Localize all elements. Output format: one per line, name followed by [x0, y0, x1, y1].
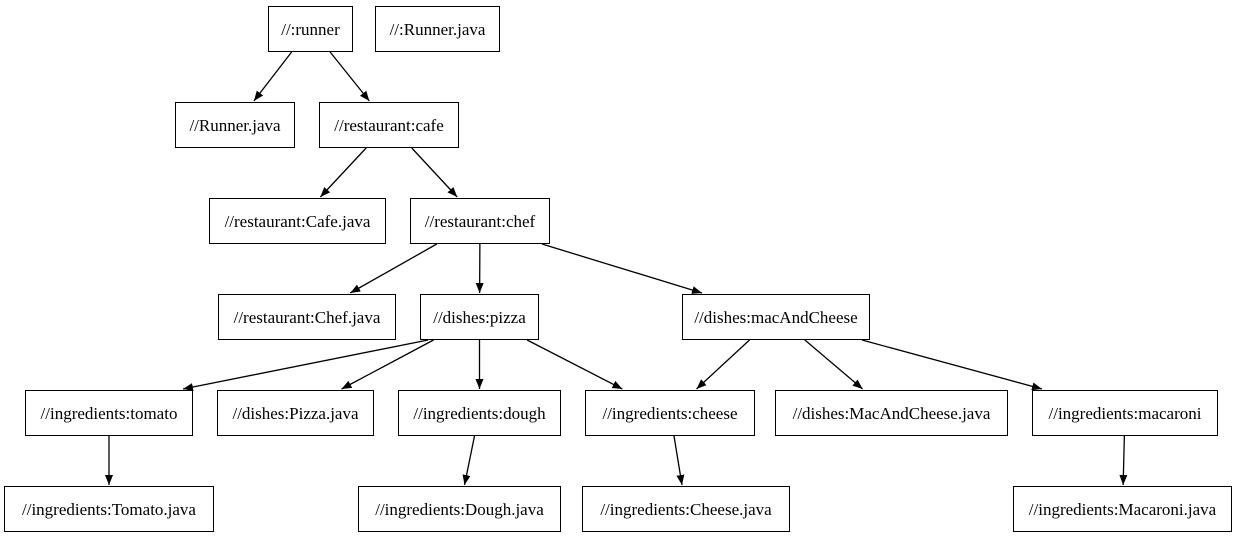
- graph-node-cheese-java: //ingredients:Cheese.java: [582, 486, 790, 532]
- graph-node-chef-java: //restaurant:Chef.java: [218, 294, 396, 340]
- graph-node-runner-src: //:Runner.java: [375, 6, 500, 52]
- graph-edge-macandcheese-to-macandcheese-java: [804, 339, 864, 390]
- graph-edge-cheese-to-cheese-java: [673, 435, 685, 486]
- graph-node-pizza: //dishes:pizza: [420, 294, 539, 340]
- graph-edge-pizza-to-tomato: [182, 339, 429, 391]
- graph-node-tomato: //ingredients:tomato: [25, 390, 193, 436]
- graph-node-cafe-java: //restaurant:Cafe.java: [209, 198, 386, 244]
- graph-node-tomato-java: //ingredients:Tomato.java: [4, 486, 214, 532]
- graph-node-macaroni: //ingredients:macaroni: [1032, 390, 1218, 436]
- graph-edge-pizza-to-cheese: [526, 339, 623, 390]
- graph-edge-dough-to-dough-java: [462, 435, 476, 486]
- graph-node-pizza-java: //dishes:Pizza.java: [217, 390, 374, 436]
- graph-node-macaroni-java: //ingredients:Macaroni.java: [1013, 486, 1232, 532]
- graph-node-dough-java: //ingredients:Dough.java: [358, 486, 561, 532]
- graph-edge-cafe-to-chef: [411, 147, 458, 198]
- graph-node-macandcheese-java: //dishes:MacAndCheese.java: [775, 390, 1008, 436]
- graph-edge-pizza-to-pizza-java: [341, 339, 434, 390]
- graph-edge-macandcheese-to-cheese: [696, 339, 750, 390]
- graph-edge-chef-to-macandcheese: [541, 243, 703, 294]
- graph-edge-cafe-to-cafe-java: [319, 147, 367, 198]
- graph-node-cafe: //restaurant:cafe: [319, 102, 459, 148]
- graph-edge-chef-to-chef-java: [349, 243, 438, 294]
- graph-node-chef: //restaurant:chef: [410, 198, 550, 244]
- graph-node-dough: //ingredients:dough: [398, 390, 561, 436]
- graph-edge-macaroni-to-macaroni-java: [1119, 435, 1128, 486]
- graph-edge-runner-to-cafe: [329, 51, 370, 102]
- graph-edge-runner-to-runner-java: [253, 51, 293, 102]
- graph-edge-macandcheese-to-macaroni: [861, 339, 1043, 391]
- graph-node-runner: //:runner: [268, 6, 353, 52]
- graph-node-runner-java: //Runner.java: [175, 102, 295, 148]
- graph-node-cheese: //ingredients:cheese: [585, 390, 755, 436]
- graph-node-macandcheese: //dishes:macAndCheese: [682, 294, 870, 340]
